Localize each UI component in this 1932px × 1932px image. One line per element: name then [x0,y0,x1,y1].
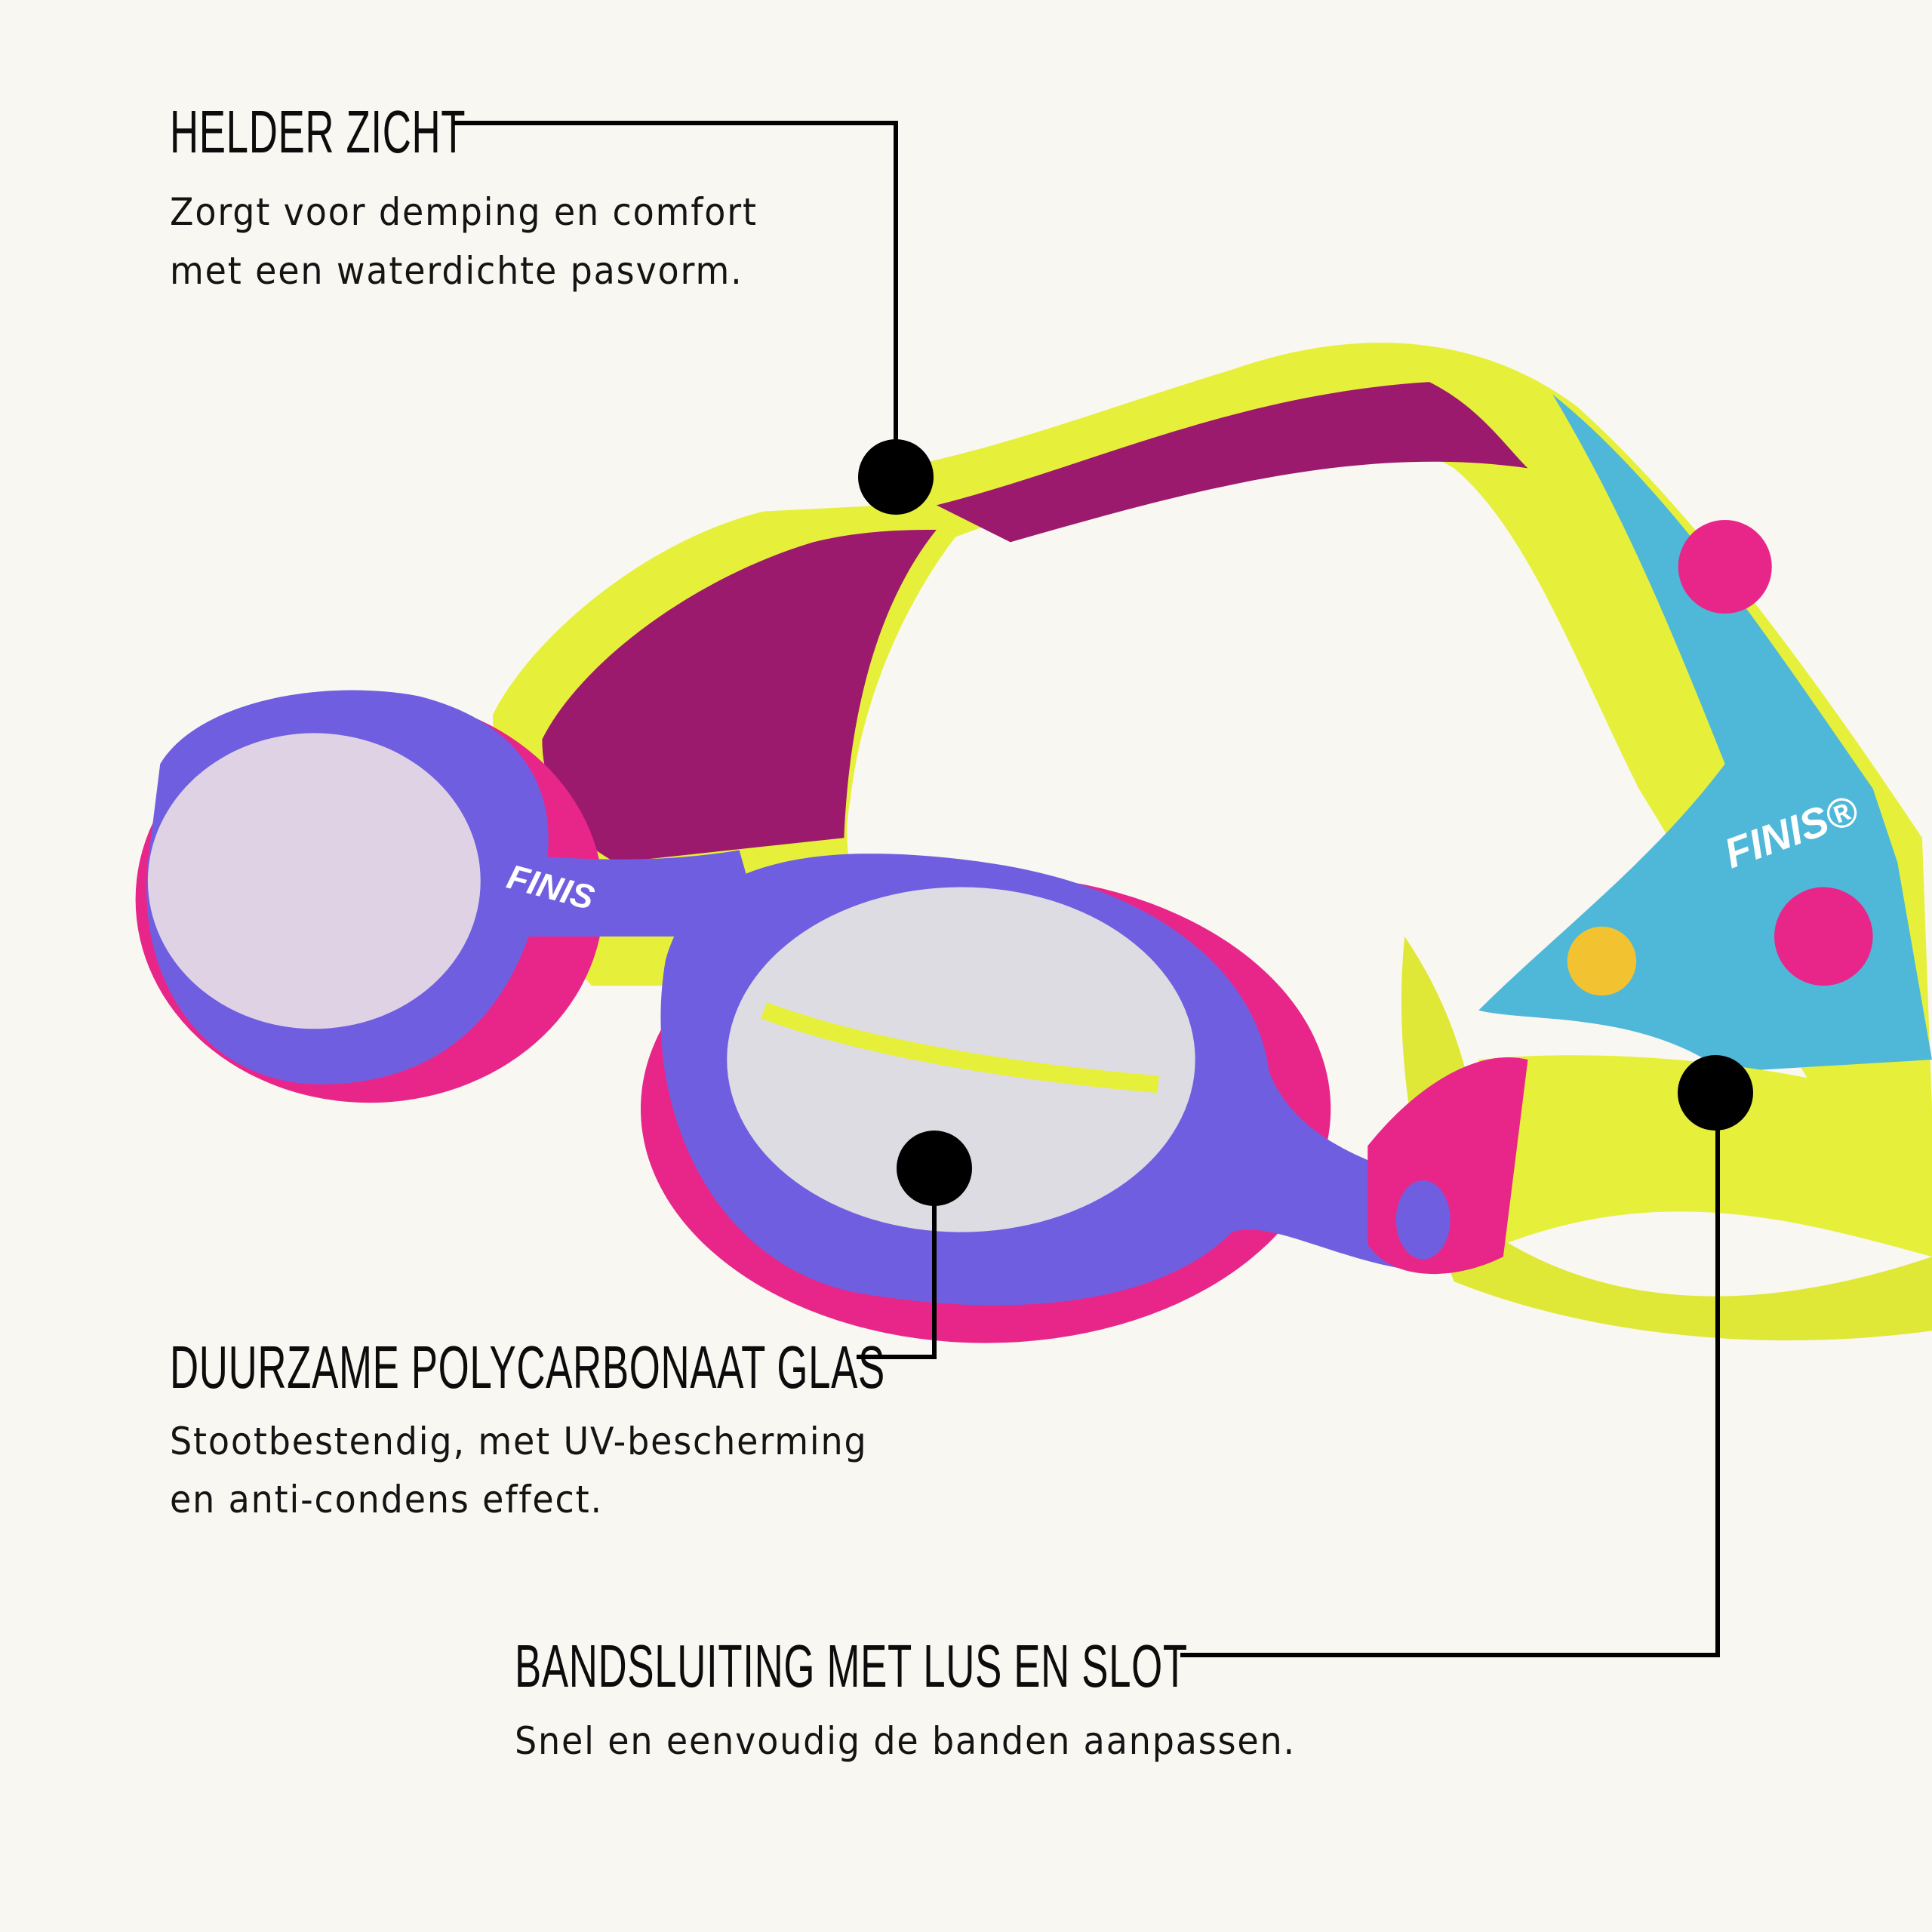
callout-marker-dot [1678,1055,1753,1131]
callout-desc-line: Zorgt voor demping en comfort [170,190,758,234]
callout-desc-line: met een waterdichte pasvorm. [170,249,743,293]
callout-marker-dot [897,1131,972,1206]
callout-title-strap-closure: BANDSLUITING MET LUS EN SLOT [515,1632,1188,1700]
callout-marker-dot [858,439,934,515]
callout-desc-line: Stootbestendig, met UV-bescherming [170,1420,868,1463]
callout-leader-line [1715,1093,1720,1657]
callout-title-clear-vision: HELDER ZICHT [170,98,466,165]
callout-desc-line: Snel en eenvoudig de banden aanpassen. [515,1719,1296,1763]
callout-leader-line [857,1355,937,1359]
strap-inner [936,382,1528,543]
callout-title-lens: DUURZAME POLYCARBONAAT GLAS [170,1334,885,1401]
left-lens [147,733,481,1029]
callout-desc-line: en anti-condens effect. [170,1478,603,1521]
callout-leader-line [454,121,898,125]
buckle [1367,1057,1528,1275]
callout-leader-line [932,1168,937,1359]
strap-adjust-band [1478,1055,1932,1257]
callout-leader-line [1180,1653,1720,1657]
callout-leader-line [894,121,898,475]
